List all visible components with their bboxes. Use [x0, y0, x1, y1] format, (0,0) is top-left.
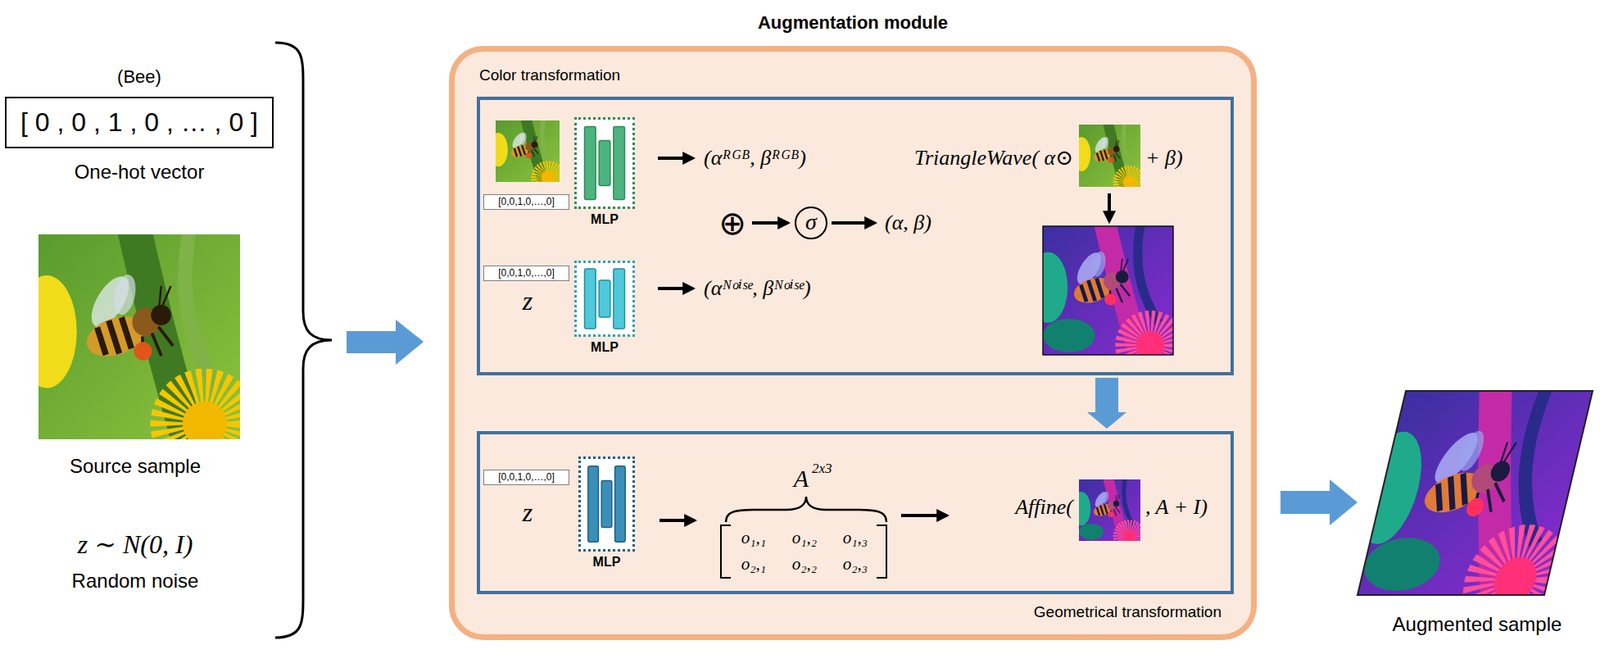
matrix-shape: 2x3 — [811, 460, 833, 477]
color-params: (α, β) — [884, 210, 932, 236]
one-hot-vector: [ 0 , 0 , 1 , 0 , … , 0 ] — [20, 107, 259, 138]
matrix-brace — [725, 496, 887, 522]
mlp-label: MLP — [593, 554, 621, 570]
matrix-entry: o₂,₃ — [843, 553, 868, 574]
mlp-layer — [598, 280, 611, 318]
bee-photo — [1072, 122, 1141, 193]
one-hot-vector: [0,0,1,0,…,0] — [498, 196, 555, 209]
mlp-label: MLP — [590, 212, 619, 227]
mlp-layer — [598, 140, 611, 186]
input-brace — [275, 42, 332, 638]
matrix-entry: o₁,₁ — [741, 527, 767, 548]
sigmoid-circle — [795, 207, 827, 239]
color-augmented-photo — [1072, 477, 1141, 547]
arrow — [659, 518, 695, 522]
flow-arrow — [1280, 479, 1358, 526]
mlp-layer — [584, 268, 597, 329]
matrix-name: A — [793, 464, 809, 494]
box-fill — [580, 457, 635, 551]
module-title: Augmentation module — [757, 12, 948, 33]
module-panel: Augmentation moduleColor transformation[… — [448, 45, 1257, 640]
mlp-layer — [615, 466, 626, 542]
arrow — [752, 221, 789, 225]
box-fill — [484, 470, 570, 485]
mlp-layer — [601, 480, 612, 527]
arrow — [831, 221, 875, 225]
matrix-entry: o₂,₁ — [741, 553, 767, 574]
bee-photo — [16, 229, 241, 459]
formula-part: + β) — [1145, 145, 1184, 171]
box-fill — [575, 118, 635, 209]
box-fill — [452, 49, 1255, 638]
arrow — [657, 156, 694, 160]
image-caption: Source sample — [69, 454, 201, 478]
arrow — [901, 513, 948, 517]
arrow — [657, 286, 694, 291]
noise-formula: z ∼ N(0, I) — [77, 529, 194, 560]
mlp-layer — [613, 268, 626, 329]
mlp-layer — [613, 126, 626, 200]
matrix-entry: o₁,₃ — [843, 527, 868, 548]
matrix-entry: o₁,₂ — [792, 527, 817, 548]
image-caption: Random noise — [72, 569, 200, 593]
one-hot-box: (Bee)[ 0 , 0 , 1 , 0 , … , 0 ]One-hot ve… — [4, 96, 274, 149]
input-caption: One-hot vector — [74, 160, 205, 184]
noise-symbol: z — [522, 285, 533, 317]
arrow — [1107, 193, 1111, 222]
color-augmented-photo — [1028, 222, 1174, 368]
illustration — [16, 42, 1595, 638]
mlp-layer — [588, 466, 599, 542]
mlp-block: MLP — [578, 456, 635, 552]
mlp-block: MLP — [574, 117, 635, 209]
mlp-label: MLP — [590, 339, 619, 355]
color-augmented-photo — [1332, 385, 1594, 615]
formula-part: , A + I) — [1145, 494, 1208, 520]
mlp-layer — [584, 126, 597, 200]
bee-photo — [16, 118, 1141, 459]
sigmoid-symbol: σ — [805, 208, 817, 236]
arrow — [657, 158, 1110, 521]
connectors — [1087, 377, 1127, 429]
box-fill — [484, 194, 570, 210]
mlp-output: (αᴿᴳᴮ, βᴿᴳᴮ) — [703, 145, 807, 171]
image-caption: Augmented sample — [1392, 612, 1563, 636]
color-augmented-photo — [1042, 226, 1174, 355]
formula-part: Affine( — [1015, 494, 1074, 520]
mlp-block: MLP — [574, 260, 635, 337]
box-fill — [5, 97, 273, 148]
mlp-output: (αᴺᵒⁱˢᵉ, βᴺᵒⁱˢᵉ) — [703, 276, 812, 301]
mlp-layers — [584, 126, 626, 542]
sum-operator: ⊕ — [718, 203, 747, 242]
section-title: Geometrical transformation — [1033, 602, 1222, 621]
color-transform-box: Color transformation[0,0,1,0,…,0]MLP[0,0… — [476, 96, 1234, 376]
noise-symbol: z — [522, 497, 533, 528]
one-hot-vector: [0,0,1,0,…,0] — [498, 471, 555, 484]
formula-part: TriangleWave( α⊙ — [914, 145, 1074, 171]
matrix-bracket — [720, 525, 887, 578]
box-fills — [5, 49, 1255, 638]
class-name: (Bee) — [117, 66, 162, 87]
matrix-entry: o₂,₂ — [792, 553, 817, 574]
section-title: Color transformation — [479, 66, 621, 85]
one-hot-chip: [0,0,1,0,…,0] — [483, 194, 570, 210]
one-hot-chip: [0,0,1,0,…,0] — [483, 265, 570, 282]
box-fill — [484, 266, 570, 282]
box-fill — [575, 262, 635, 336]
color-augmented-photo — [1028, 222, 1595, 615]
one-hot-chip: [0,0,1,0,…,0] — [483, 469, 570, 485]
flow-arrow — [1087, 377, 1127, 429]
flow-arrow — [346, 319, 424, 365]
color-augmented-photo — [1357, 390, 1593, 595]
one-hot-vector: [0,0,1,0,…,0] — [498, 267, 555, 280]
bee-photo — [488, 118, 560, 188]
